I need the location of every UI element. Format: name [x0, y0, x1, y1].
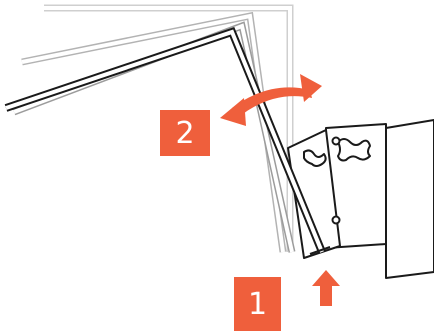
rivet-top [331, 136, 341, 146]
clip-housing [287, 119, 434, 279]
step-1-badge-bg [234, 277, 281, 331]
rod-main [4, 27, 331, 255]
step-2-badge-bg [160, 110, 210, 156]
step-2-label: 2 [175, 115, 195, 151]
squiggle-cutout-2 [303, 149, 327, 167]
rivet-bottom [331, 215, 341, 225]
housing-back-plate [385, 119, 434, 279]
clip-plate [287, 129, 341, 259]
squiggle-cutout-1 [337, 138, 371, 162]
step-1-label: 1 [247, 286, 268, 322]
up-arrow-icon [312, 270, 340, 306]
curved-double-arrow-icon [220, 74, 322, 126]
